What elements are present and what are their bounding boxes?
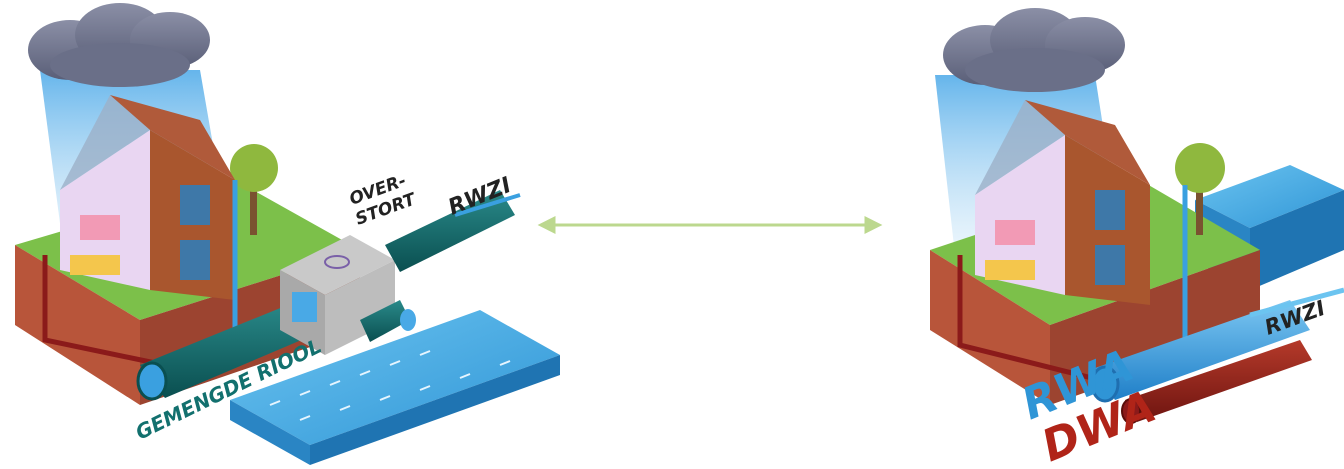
left-combined-sewer-diagram: OVER- STORT RWZI GEMENGDE RIOOL xyxy=(15,3,560,465)
right-separated-sewer-diagram: RWZI RWA DWA xyxy=(930,8,1344,469)
cloud-icon xyxy=(28,3,210,87)
cloud-icon xyxy=(943,8,1125,92)
